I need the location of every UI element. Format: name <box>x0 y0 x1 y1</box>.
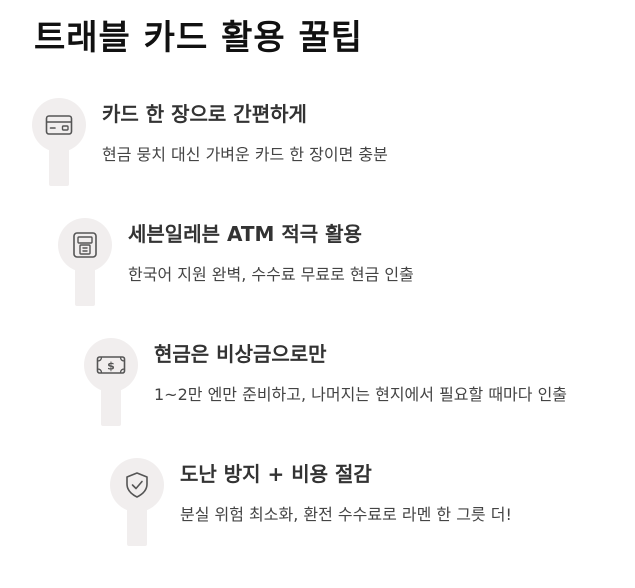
tip-title: 현금은 비상금으로만 <box>154 342 327 366</box>
tip-description: 1~2만 엔만 준비하고, 나머지는 현지에서 필요할 때마다 인출 <box>154 385 568 404</box>
tip-pin <box>32 98 86 186</box>
tip-card-theft-prevention: 도난 방지 + 비용 절감 분실 위험 최소화, 환전 수수료로 라멘 한 그릇… <box>110 458 570 588</box>
tip-description: 현금 뭉치 대신 가벼운 카드 한 장이면 충분 <box>102 145 388 164</box>
tip-card-atm: 세븐일레븐 ATM 적극 활용 한국어 지원 완벽, 수수료 무료로 현금 인출 <box>58 218 478 348</box>
tip-description: 분실 위험 최소화, 환전 수수료로 라멘 한 그릇 더! <box>180 505 512 524</box>
atm-icon <box>58 218 112 272</box>
tip-title: 세븐일레븐 ATM 적극 활용 <box>128 222 362 246</box>
tip-title: 도난 방지 + 비용 절감 <box>180 462 372 486</box>
tip-card-one-card: 카드 한 장으로 간편하게 현금 뭉치 대신 가벼운 카드 한 장이면 충분 <box>32 98 452 228</box>
page-title: 트래블 카드 활용 꿀팁 <box>34 18 364 58</box>
tip-pin: $ <box>84 338 138 426</box>
tip-pin <box>110 458 164 546</box>
shield-check-icon <box>110 458 164 512</box>
credit-card-icon <box>32 98 86 152</box>
svg-text:$: $ <box>107 360 115 373</box>
tip-title: 카드 한 장으로 간편하게 <box>102 102 307 126</box>
tip-card-cash: $ 현금은 비상금으로만 1~2만 엔만 준비하고, 나머지는 현지에서 필요할… <box>84 338 624 468</box>
tip-description: 한국어 지원 완벽, 수수료 무료로 현금 인출 <box>128 265 414 284</box>
cash-icon: $ <box>84 338 138 392</box>
tip-pin <box>58 218 112 306</box>
